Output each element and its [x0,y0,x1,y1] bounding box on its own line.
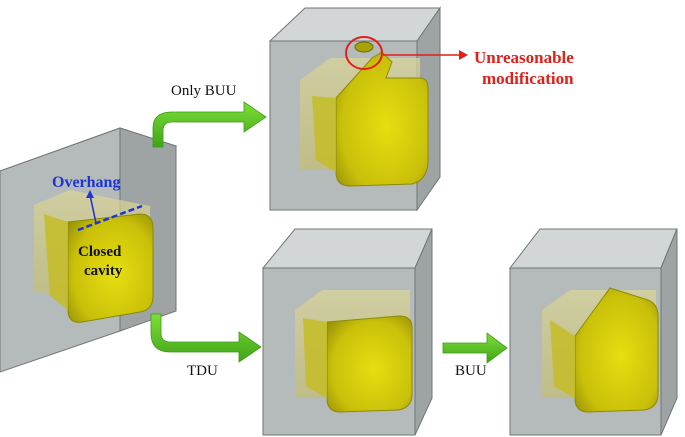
cavity-side-wall [303,318,327,398]
closed-cavity-label-line1: Closed [78,244,122,260]
tdu-arrow [151,314,261,362]
only-buu-arrow [153,102,266,147]
box-top-face [270,8,440,41]
box-top-face [510,229,677,268]
unreasonable-label-line2: modification [482,69,574,88]
only-buu-label: Only BUU [171,83,237,99]
tdu-part [263,229,432,435]
unreasonable-label-line1: Unreasonable [474,48,574,67]
closed-cavity-label-line2: cavity [84,263,123,279]
overhang-label: Overhang [52,174,120,191]
tdu-cavity-shape [327,316,412,412]
tdu-buu-part [510,229,677,435]
only-buu-part [270,8,440,210]
tdu-label: TDU [187,363,218,379]
box-top-face [263,229,432,268]
buu-label: BUU [455,363,487,379]
buu-arrow [443,333,507,363]
unreasonable-protrusion [355,42,373,52]
